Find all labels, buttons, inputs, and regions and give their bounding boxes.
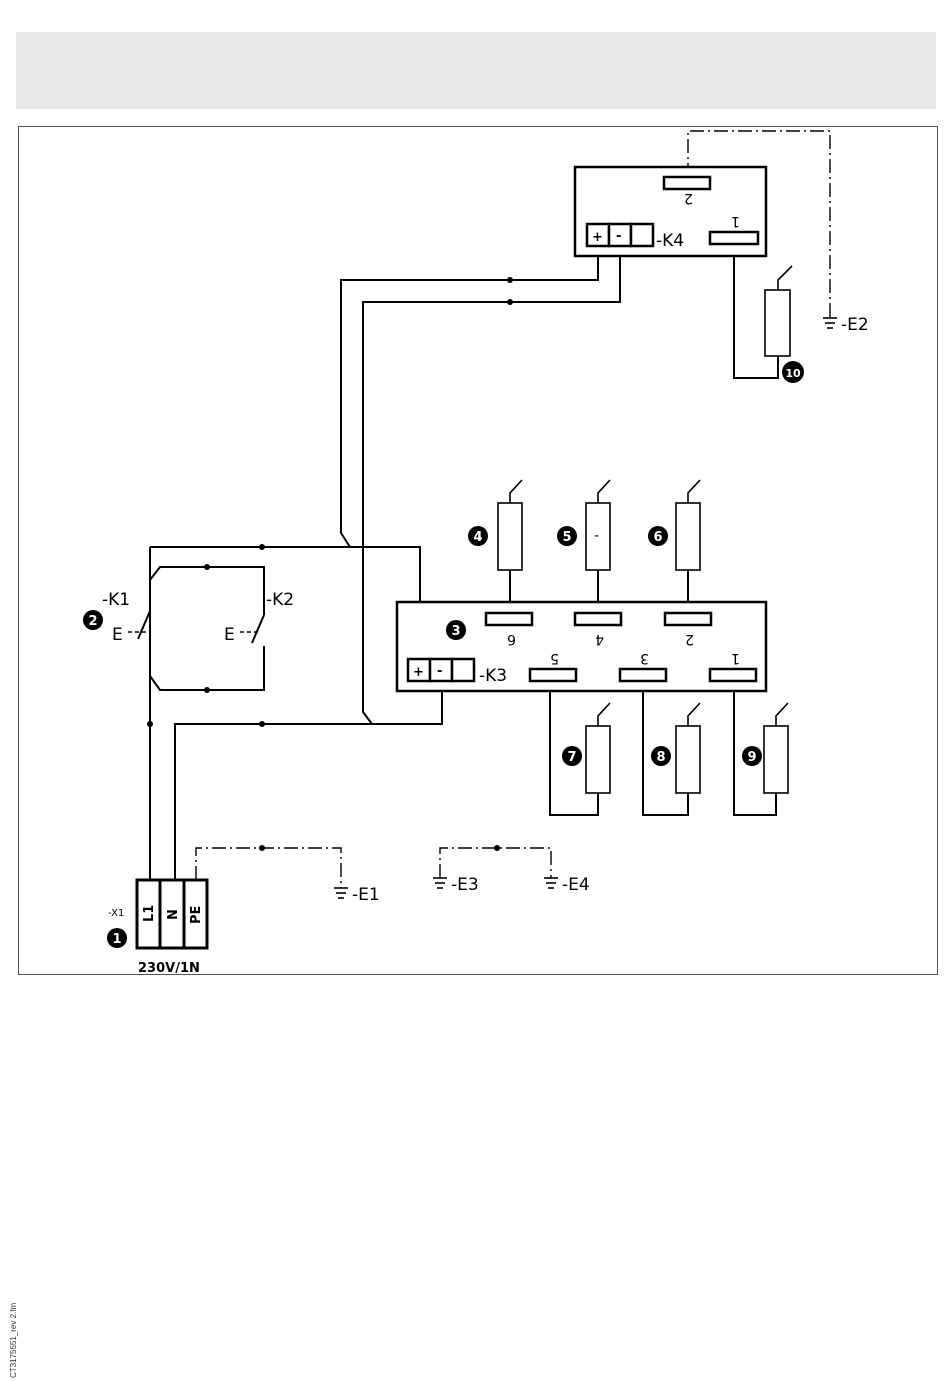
doc-id: CT3175551_rev 2.fm <box>9 1303 18 1378</box>
badge-4: 4 <box>468 526 488 546</box>
k3-pin-5: 5 <box>550 650 559 666</box>
k4-pin-1: 1 <box>731 213 740 229</box>
badge-10: 10 <box>782 361 804 383</box>
badge-2: 2 <box>83 610 103 630</box>
x1-label: -X1 <box>108 908 124 919</box>
badge-7: 7 <box>562 746 582 766</box>
svg-text:3: 3 <box>451 624 460 639</box>
k3-pin-4: 4 <box>595 631 604 647</box>
svg-text:2: 2 <box>88 614 97 629</box>
junction-dots <box>147 277 513 851</box>
badge-9: 9 <box>742 746 762 766</box>
switches <box>128 580 264 676</box>
svg-text:7: 7 <box>567 750 576 765</box>
k4-label: -K4 <box>656 231 684 251</box>
e2-label: -E2 <box>841 315 869 335</box>
controller-k3 <box>397 602 766 691</box>
k4-pin-2: 2 <box>684 190 693 206</box>
heating-elements <box>498 266 792 793</box>
badge-5: 5 <box>557 526 577 546</box>
terminal-n: N <box>166 909 181 920</box>
k3-label: -K3 <box>479 666 507 686</box>
e3-label: -E3 <box>451 875 479 895</box>
terminal-pe: PE <box>189 906 204 924</box>
svg-text:1: 1 <box>112 932 121 947</box>
k3-pin-2: 2 <box>685 631 694 647</box>
k4-minus-label: - <box>616 229 621 244</box>
k2-label: -K2 <box>266 590 294 610</box>
e4-label: -E4 <box>562 875 590 895</box>
k1-switch-e: E <box>112 625 123 645</box>
badge-6: 6 <box>648 526 668 546</box>
k3-pin-1: 1 <box>731 650 740 666</box>
heater-5-mark: - <box>594 528 599 544</box>
k4-plus-label: + <box>592 230 603 245</box>
supply-label: 230V/1N <box>138 961 200 976</box>
svg-text:5: 5 <box>562 530 571 545</box>
svg-text:6: 6 <box>653 530 662 545</box>
badge-3: 3 <box>446 620 466 640</box>
terminal-l1: L1 <box>142 905 157 922</box>
svg-text:8: 8 <box>656 750 665 765</box>
e1-label: -E1 <box>352 885 380 905</box>
badge-1: 1 <box>107 928 127 948</box>
svg-text:10: 10 <box>785 367 801 380</box>
k2-switch-e: E <box>224 625 235 645</box>
k3-pin-6: 6 <box>507 631 516 647</box>
wires <box>150 243 778 880</box>
svg-text:9: 9 <box>747 750 756 765</box>
k3-plus-label: + <box>413 665 424 680</box>
k3-pin-3: 3 <box>640 650 649 666</box>
k3-minus-label: - <box>437 664 442 679</box>
badge-8: 8 <box>651 746 671 766</box>
svg-text:4: 4 <box>473 530 482 545</box>
k1-label: -K1 <box>102 590 130 610</box>
